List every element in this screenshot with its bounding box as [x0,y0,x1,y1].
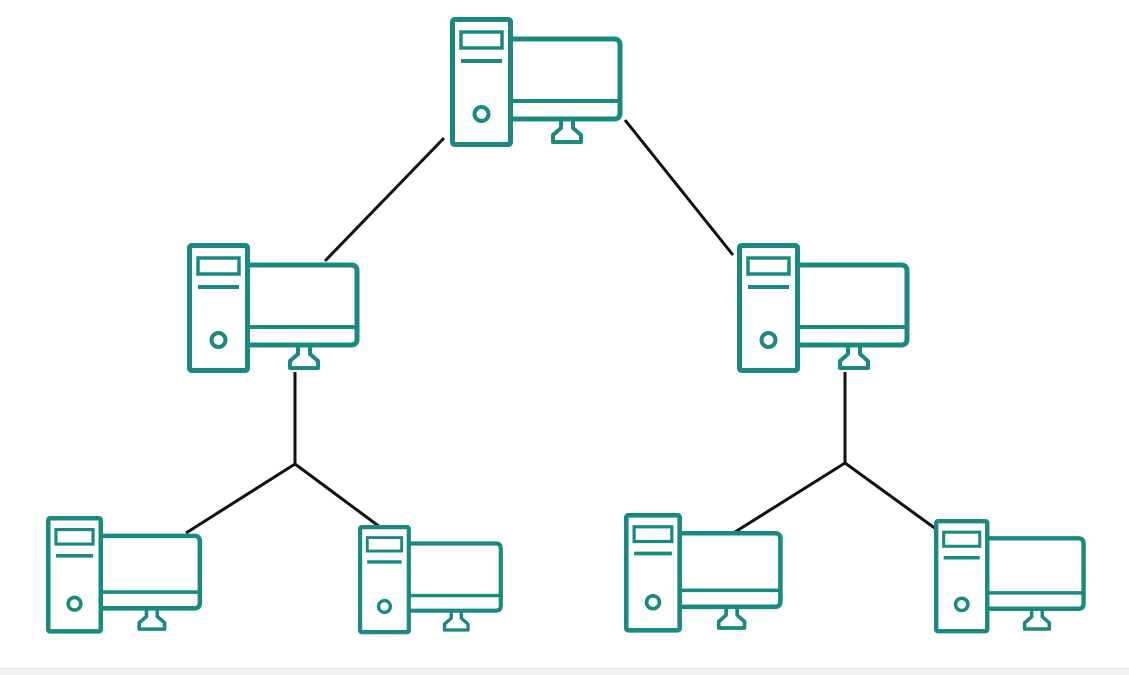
computer-nodes [48,20,1083,633]
desktop-computer-icon [936,521,1083,631]
link-root-right-hub [623,119,735,256]
desktop-computer-icon [190,246,358,371]
link-right-hub-right-leaf-1 [734,461,846,534]
computer-left-leaf-2 [360,527,501,632]
computer-root [453,20,621,145]
network-links [185,119,937,535]
computer-right-hub [740,246,908,371]
desktop-computer-icon [626,515,780,630]
computer-right-leaf-1 [626,515,780,630]
bottom-border [0,668,1129,675]
link-left-hub-left-leaf-1 [185,462,296,535]
link-root-left-hub [323,136,446,263]
link-left-hub-left-leaf-2 [294,462,385,532]
link-right-hub-right-leaf-2 [844,461,937,531]
desktop-computer-icon [740,246,908,371]
computer-left-hub [190,246,358,371]
desktop-computer-icon [453,20,621,145]
desktop-computer-icon [48,518,200,631]
computer-right-leaf-2 [936,521,1083,631]
computer-left-leaf-1 [48,518,200,631]
desktop-computer-icon [360,527,501,632]
